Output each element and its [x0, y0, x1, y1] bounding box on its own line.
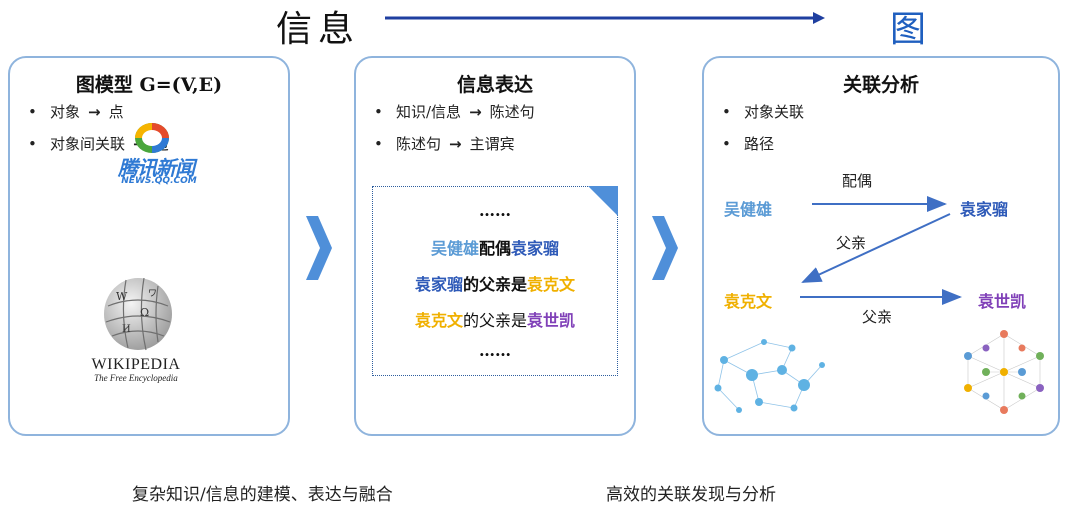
chevron-right-icon — [652, 216, 678, 280]
sentence-box: …… 吴健雄配偶袁家骝 袁家骝的父亲是袁克文 袁克文的父亲是袁世凯 …… — [372, 186, 618, 376]
graph-model-panel: 图模型 G=(V,E) •对象→点 •对象间关联→边 — [8, 56, 290, 436]
ellipsis-top: …… — [479, 201, 511, 220]
corner-fold-icon — [588, 186, 618, 216]
edge-father-1 — [801, 213, 951, 283]
info-title: 信息 — [276, 9, 361, 50]
graph-model-title: 图模型 G=(V,E) — [75, 74, 223, 96]
node-yuan-jialiu: 袁家骝 — [960, 200, 1009, 219]
sentence-1: 吴健雄配偶袁家骝 — [430, 239, 560, 258]
node-yuan-shikai: 袁世凯 — [978, 292, 1027, 311]
svg-text:ワ: ワ — [148, 289, 157, 299]
relation-analysis-bullets: •对象关联 •路径 — [722, 100, 804, 164]
tencent-logo-subtext: NEWS.QQ.COM — [121, 176, 197, 186]
info-to-graph-arrow — [385, 12, 825, 24]
social-network-icon — [964, 330, 1044, 414]
relation-analysis-title: 关联分析 — [842, 74, 919, 96]
wikipedia-globe-icon: W Ω И ワ — [104, 270, 172, 351]
bullet-item: •路径 — [722, 135, 775, 153]
chevron-right-icon — [306, 216, 332, 280]
sentence-3: 袁克文的父亲是袁世凯 — [414, 311, 576, 330]
edge-label-father-2: 父亲 — [862, 308, 893, 326]
svg-text:И: И — [122, 324, 131, 335]
caption-analysis: 高效的关联发现与分析 — [606, 485, 776, 505]
network-illustration-icon — [714, 339, 825, 413]
bullet-item: •陈述句→主谓宾 — [374, 135, 515, 153]
bullet-item: •对象→点 — [28, 103, 124, 121]
edge-label-father-1: 父亲 — [836, 234, 867, 252]
arrow-icon: → — [469, 103, 482, 121]
info-expression-bullets: •知识/信息→陈述句 •陈述句→主谓宾 — [374, 100, 535, 164]
svg-text:W: W — [116, 290, 128, 303]
svg-text:Ω: Ω — [140, 306, 149, 319]
bullet-item: •对象关联 — [722, 103, 805, 121]
wikipedia-wordmark: WIKIPEDIA — [91, 356, 181, 373]
relation-graph-edges — [800, 196, 962, 305]
edge-label-spouse: 配偶 — [842, 172, 873, 190]
info-expression-title: 信息表达 — [456, 74, 533, 96]
graph-title: 图 — [890, 9, 927, 50]
wikipedia-tagline: The Free Encyclopedia — [94, 373, 178, 383]
sentence-2: 袁家骝的父亲是袁克文 — [414, 275, 576, 294]
node-wu-jianxiong: 吴健雄 — [724, 200, 773, 219]
arrow-icon: → — [449, 135, 462, 153]
ellipsis-bottom: …… — [479, 341, 511, 360]
tencent-logo-text: 腾讯新闻 — [118, 156, 195, 180]
tencent-logo-icon — [135, 123, 169, 153]
node-yuan-kewen: 袁克文 — [724, 292, 773, 311]
arrow-icon: → — [88, 103, 101, 121]
caption-modeling: 复杂知识/信息的建模、表达与融合 — [132, 485, 393, 505]
bullet-item: •知识/信息→陈述句 — [374, 103, 535, 121]
